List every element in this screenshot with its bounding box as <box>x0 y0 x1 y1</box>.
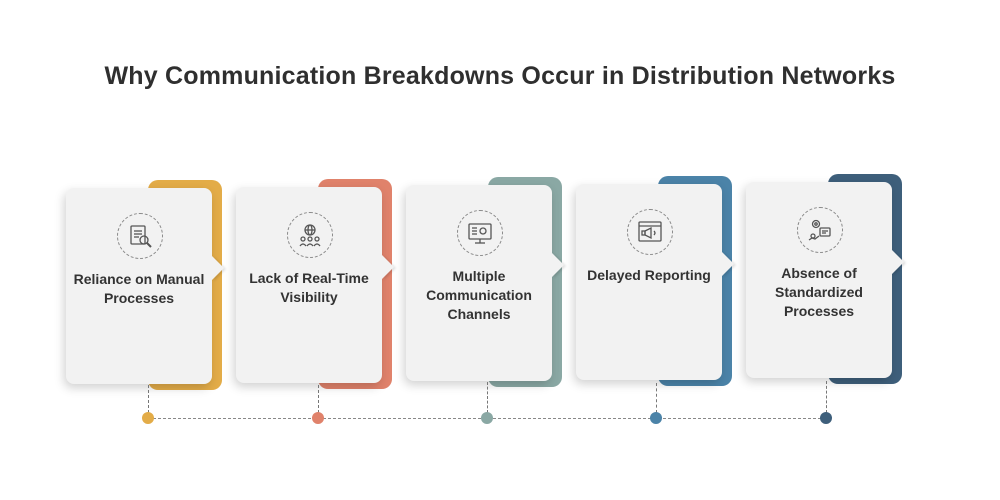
timeline-connector-4 <box>656 383 657 413</box>
step-5-card: Absence of Standardized Processes <box>746 182 892 378</box>
step-1-arrow <box>212 256 224 280</box>
step-2: Lack of Real-Time Visibility <box>236 179 396 389</box>
step-2-arrow <box>382 255 394 279</box>
timeline-dot-2 <box>312 412 324 424</box>
step-1-card: Reliance on Manual Processes <box>66 188 212 384</box>
timeline-connector-1 <box>148 385 149 413</box>
timeline-connector-2 <box>318 385 319 413</box>
step-5: Absence of Standardized Processes <box>746 174 906 384</box>
step-3-arrow <box>552 253 564 277</box>
page-title: Why Communication Breakdowns Occur in Di… <box>104 62 896 90</box>
presentation-screen-icon <box>457 210 503 256</box>
timeline-connector-5 <box>826 381 827 413</box>
globe-people-icon <box>287 212 333 258</box>
step-3-label: Multiple Communication Channels <box>426 268 532 322</box>
timeline-connector-3 <box>487 382 488 413</box>
step-5-label: Absence of Standardized Processes <box>775 265 863 319</box>
timeline-dot-4 <box>650 412 662 424</box>
timeline-dot-1 <box>142 412 154 424</box>
step-4-card: Delayed Reporting <box>576 184 722 380</box>
timeline-dot-3 <box>481 412 493 424</box>
process-gears-icon <box>797 207 843 253</box>
step-3: Multiple Communication Channels <box>406 177 566 387</box>
step-5-arrow <box>892 250 904 274</box>
timeline-dot-5 <box>820 412 832 424</box>
step-3-card: Multiple Communication Channels <box>406 185 552 381</box>
step-4: Delayed Reporting <box>576 176 736 386</box>
step-1: Reliance on Manual Processes <box>66 180 226 390</box>
step-4-label: Delayed Reporting <box>587 267 711 283</box>
megaphone-browser-icon <box>627 209 673 255</box>
document-search-icon <box>117 213 163 259</box>
step-4-arrow <box>722 252 734 276</box>
step-2-label: Lack of Real-Time Visibility <box>249 270 369 305</box>
step-1-label: Reliance on Manual Processes <box>73 271 205 306</box>
step-2-card: Lack of Real-Time Visibility <box>236 187 382 383</box>
